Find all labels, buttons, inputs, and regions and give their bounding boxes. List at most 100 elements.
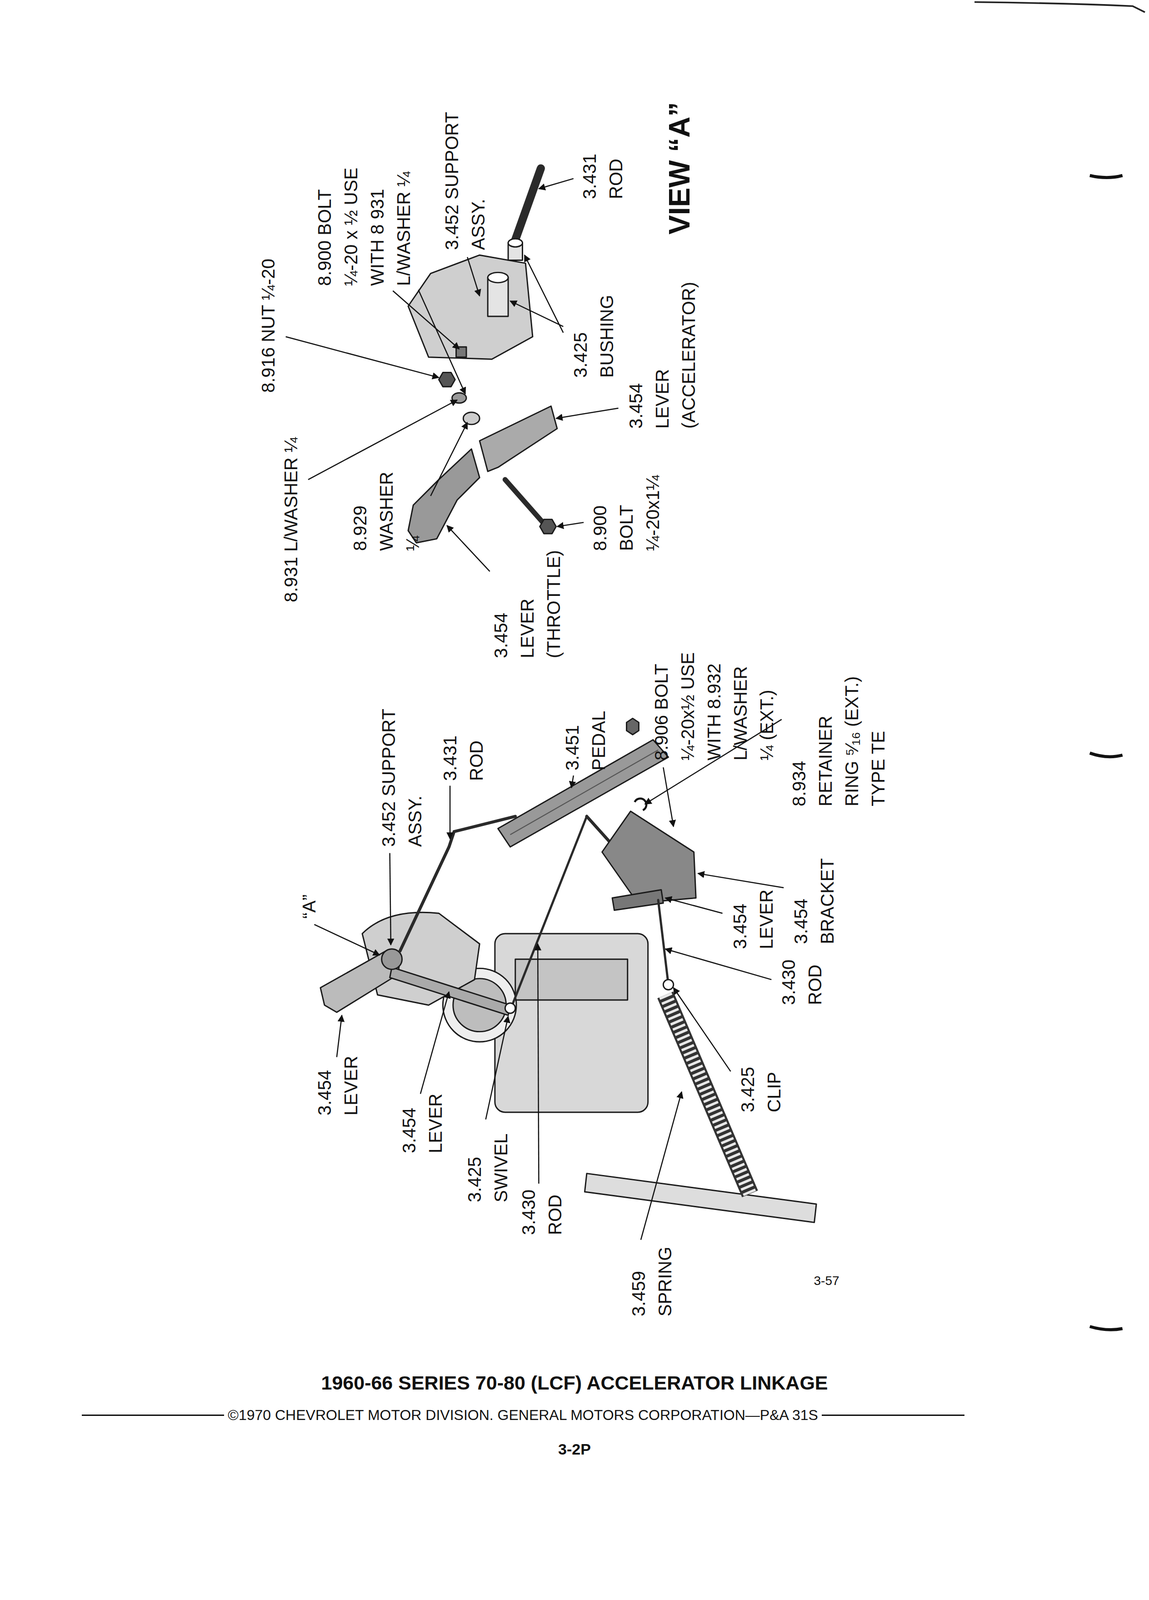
part-shape bbox=[504, 1003, 515, 1014]
linkage-line bbox=[557, 522, 584, 527]
part-shape bbox=[539, 519, 557, 534]
scan-marks bbox=[974, 1, 1145, 1330]
linkage-line bbox=[658, 899, 669, 985]
callout-label: 3.454 LEVER bbox=[395, 1151, 449, 1154]
callout-label: 8.906 BOLT ¼-20x½ USE WITH 8.932 L/WASHE… bbox=[648, 651, 780, 761]
label-frame: 3.425 CLIP bbox=[734, 1110, 788, 1113]
label-frame: 3.430 ROD bbox=[775, 1003, 829, 1005]
label-frame: 3.454 LEVER bbox=[311, 1113, 365, 1116]
callout-label: 3.454 LEVER bbox=[311, 1113, 365, 1116]
label-frame: 3.454 LEVER (ACCELERATOR) bbox=[622, 426, 702, 429]
rule bbox=[821, 1414, 965, 1416]
label-frame: “A” bbox=[295, 893, 323, 919]
linkage-line bbox=[571, 775, 574, 788]
linkage-line bbox=[524, 254, 564, 333]
page-number: 3-2P bbox=[558, 1440, 591, 1459]
callout-label: 8.916 NUT ¼-20 bbox=[254, 257, 282, 393]
part-shape bbox=[1089, 753, 1123, 757]
caption-row: ©1970 CHEVROLET MOTOR DIVISION. GENERAL … bbox=[81, 1405, 965, 1426]
callout-label: 3.459 SPRING bbox=[625, 1314, 679, 1317]
linkage-line bbox=[510, 300, 564, 327]
label-frame: 8.916 NUT ¼-20 bbox=[254, 257, 282, 393]
part-shape bbox=[1089, 1326, 1123, 1330]
linkage-line bbox=[665, 994, 750, 1194]
label-frame: 8.934 RETAINER RING ⁵⁄₁₆ (EXT.) TYPE TE bbox=[785, 674, 892, 807]
part-shape bbox=[408, 449, 480, 544]
part-shape bbox=[663, 979, 674, 990]
part-shape bbox=[479, 405, 558, 472]
label-frame: 3.454 LEVER (THROTTLE) bbox=[487, 656, 567, 659]
label-frame: 8.929 WASHER ¼ bbox=[346, 549, 426, 551]
linkage-line bbox=[515, 168, 541, 240]
label-frame: 3.451 PEDAL bbox=[559, 768, 612, 771]
linkage-line bbox=[485, 1016, 509, 1120]
label-frame: 3.452 SUPPORT ASSY. bbox=[375, 707, 429, 847]
linkage-line bbox=[537, 944, 539, 1184]
label-frame: 3.431 ROD bbox=[436, 779, 490, 781]
label-frame: 3.459 SPRING bbox=[625, 1314, 679, 1317]
callout-label: 3.454 LEVER bbox=[726, 947, 780, 950]
part-shape bbox=[584, 1173, 817, 1223]
label-frame: 3.454 LEVER bbox=[726, 947, 780, 950]
callout-label: 8.929 WASHER ¼ bbox=[346, 549, 426, 551]
rule bbox=[81, 1414, 225, 1416]
callout-label: 3.454 LEVER (ACCELERATOR) bbox=[622, 426, 702, 429]
linkage-line bbox=[336, 1015, 342, 1058]
callout-label: 3.451 PEDAL bbox=[559, 768, 612, 771]
linkage-line bbox=[420, 991, 450, 1094]
callout-label: “A” bbox=[295, 893, 323, 919]
linkage-line bbox=[418, 289, 465, 395]
part-shape bbox=[508, 238, 523, 247]
linkage-line bbox=[314, 924, 380, 955]
linkage-line bbox=[640, 1091, 682, 1240]
linkage-line bbox=[510, 816, 587, 1011]
part-shape bbox=[974, 1, 1145, 12]
linkage-line bbox=[538, 178, 574, 189]
linkage-line bbox=[663, 767, 674, 827]
linkage-line bbox=[504, 479, 543, 523]
label-frame: 8.906 BOLT ¼-20x½ USE WITH 8.932 L/WASHE… bbox=[648, 651, 780, 761]
view-title: VIEW “A” bbox=[663, 100, 696, 235]
label-frame: 3.425 SWIVEL bbox=[461, 1200, 515, 1203]
linkage-line bbox=[392, 290, 460, 350]
callout-label: 8.900 BOLT ¼-20 x ½ USE WITH 8 931 L/WAS… bbox=[311, 166, 417, 286]
linkage-line bbox=[665, 994, 750, 1194]
label-frame: 3.454 BRACKET bbox=[787, 942, 841, 945]
part-shape bbox=[438, 372, 455, 387]
linkage-line bbox=[673, 987, 731, 1072]
label-frame: 3.454 LEVER bbox=[395, 1151, 449, 1154]
linkage-line bbox=[698, 873, 785, 888]
callout-label: 3.454 BRACKET bbox=[787, 942, 841, 945]
linkage-line bbox=[430, 422, 468, 496]
part-shape bbox=[1089, 175, 1123, 178]
part-shape bbox=[612, 889, 664, 911]
label-frame: 3.431 ROD bbox=[576, 197, 630, 200]
callout-label: 3.425 BUSHING bbox=[567, 375, 620, 378]
callout-label: 3.430 ROD bbox=[775, 1003, 829, 1005]
label-frame: VIEW “A” bbox=[663, 100, 696, 235]
part-shape bbox=[602, 811, 697, 904]
linkage-line bbox=[308, 399, 458, 480]
callout-label: 3.425 SWIVEL bbox=[461, 1200, 515, 1203]
part-shape bbox=[487, 272, 509, 283]
callout-label: 3.425 CLIP bbox=[734, 1110, 788, 1113]
part-shape bbox=[456, 346, 467, 357]
label-frame: 8.900 BOLT ¼-20 x ½ USE WITH 8 931 L/WAS… bbox=[311, 166, 417, 286]
callout-label: 8.931 L/WASHER ¼ bbox=[277, 436, 305, 603]
caption: ©1970 CHEVROLET MOTOR DIVISION. GENERAL … bbox=[227, 1406, 819, 1424]
linkage-line bbox=[665, 898, 723, 914]
part-shape bbox=[634, 798, 647, 811]
callout-label: 8.900 BOLT ¼-20x1¼ bbox=[586, 549, 666, 551]
part-shape bbox=[389, 967, 511, 1016]
callout-label: 3.452 SUPPORT ASSY. bbox=[375, 707, 429, 847]
part-shape bbox=[515, 959, 628, 1000]
part-shape bbox=[626, 718, 640, 735]
linkage-line bbox=[446, 525, 490, 572]
linkage-line bbox=[467, 257, 480, 296]
label-frame: 3.425 BUSHING bbox=[567, 375, 620, 378]
part-shape bbox=[494, 933, 649, 1113]
callout-label: 3.430 ROD bbox=[515, 1233, 569, 1235]
label-frame: 3.452 SUPPORT ASSY. bbox=[438, 110, 492, 250]
figure-number: 3-57 bbox=[814, 1273, 840, 1289]
